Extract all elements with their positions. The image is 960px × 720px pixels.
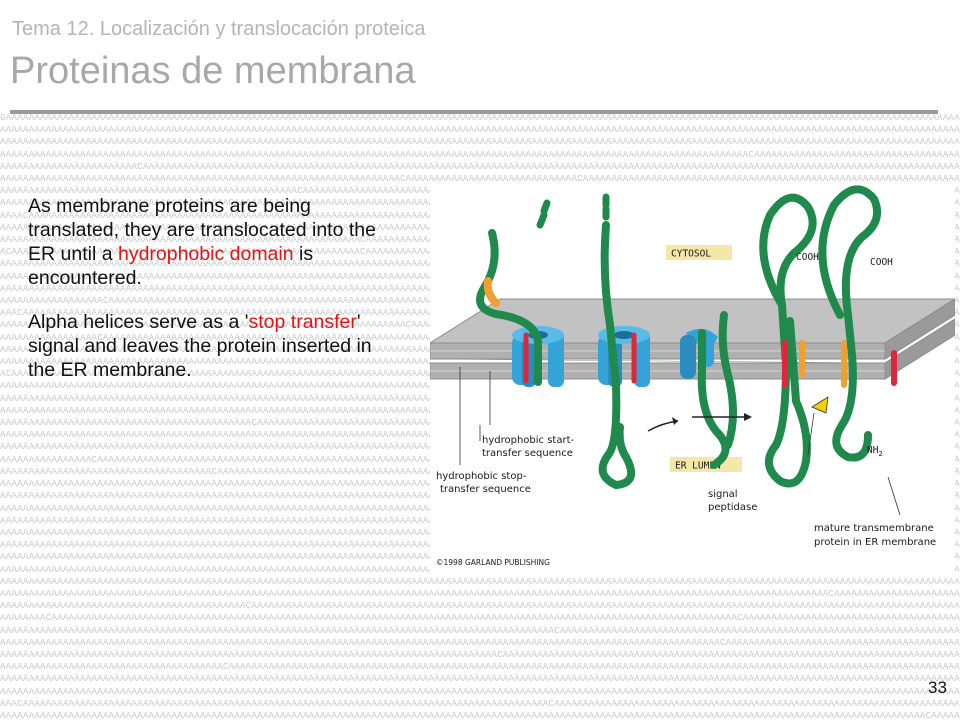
- paragraph-stop-transfer: Alpha helices serve as a 'stop transfer'…: [28, 310, 388, 382]
- signal-peptidase-label-1: signal: [708, 489, 738, 500]
- membrane-protein-figure: CYTOSOL ER LUMEN: [430, 185, 955, 575]
- dna-texture-row: AAAAAAAACAAAAAAAAAAAAAAAAAAAAAAAAAAAAAAA…: [0, 612, 960, 624]
- dna-texture-row: AAAAAAAAAAAAAAAAAAAAAAAAAAAAAAAAAAAAAAAA…: [0, 624, 960, 636]
- slide-subtitle: Tema 12. Localización y translocación pr…: [12, 18, 426, 40]
- paragraph-hydrophobic: As membrane proteins are being translate…: [28, 194, 388, 290]
- protein-chain-2: [598, 193, 637, 490]
- copyright-label: ©1998 GARLAND PUBLISHING: [436, 558, 550, 567]
- protein-chain-3: [697, 311, 737, 469]
- mature-protein-1: [759, 193, 817, 488]
- dna-texture-row: AAAAAAAAAAAAAAAAAAAAAAAAAAAAAAAAAAAAAAAA…: [0, 673, 960, 685]
- dna-texture-row: GAAAAAAAAAAAAAAAAAAAAAAAAAAAAAAAAAAAAAAA…: [0, 112, 960, 123]
- signal-peptidase-marker: [811, 396, 829, 414]
- stop-transfer-label-1: hydrophobic stop-: [436, 471, 527, 482]
- dna-texture-row: AAAAAAAAAAAAAAAAAAAAAAAAAAAAAAAAAAAAAAAA…: [0, 648, 960, 660]
- p2-text-b: ' signal and leaves the protein inserted…: [28, 311, 372, 381]
- dna-texture-row: AAAAAAAAAAAAAAAAAAAAAAAAAAAAAAAAAAAAAAAA…: [0, 575, 960, 587]
- signal-peptidase-label-2: peptidase: [708, 502, 757, 513]
- p1-text-a: As membrane proteins are being translate…: [28, 195, 376, 265]
- stop-transfer-label-2: transfer sequence: [440, 484, 531, 495]
- er-membrane: [430, 298, 955, 380]
- er-lumen-label: ER LUMEN: [675, 461, 721, 472]
- dna-texture-row: AAAAAAAAAAAAAAAAAAAAAAAAAAAAAAAAAAAAAAAA…: [0, 600, 960, 612]
- dna-texture-row: AAACAAAAAAAAAAAAAAAAAAAAAAAAAAAAAAAAAAAA…: [0, 697, 960, 709]
- start-transfer-label-2: transfer sequence: [482, 448, 573, 459]
- start-transfer-label-1: hydrophobic start-: [482, 435, 575, 446]
- cytosol-label: CYTOSOL: [671, 249, 711, 260]
- progress-arrow-2-head: [744, 413, 752, 421]
- body-text: As membrane proteins are being translate…: [28, 194, 388, 402]
- mature-protein-2: [818, 185, 897, 462]
- dna-texture-row: AAAAAAAAAAAAAAAAAAAAAAAAAAAAAAAAAAAAAAAA…: [0, 173, 960, 185]
- mature-protein-label-2: protein in ER membrane: [814, 537, 936, 548]
- progress-arrow-1-head: [672, 417, 678, 425]
- slide-title: Proteinas de membrana: [10, 50, 416, 92]
- p2-text-a: Alpha helices serve as a ': [28, 311, 249, 333]
- dna-texture-row: AAAAAAAAAAAAAAAAAAAAAAAAAAAAAAAAAAAAAAAA…: [0, 636, 960, 648]
- nh2-label: NH2: [867, 445, 883, 458]
- dna-texture-row: AAAAAAAAAAAAAAAAAAAAAAAAAAAAAAAAAAAAAAAA…: [0, 124, 960, 136]
- dna-texture-row: AAAAAAAAAAAAAAAAAAAAAAAAAAAAAAAAAAAAAAAA…: [0, 136, 960, 148]
- dna-texture-row: AAAAAAAAAAAAAAAAAAAAAAAAAAAAAAAAAAAAAAAA…: [0, 587, 960, 599]
- signal-peptidase-leader: [807, 412, 815, 456]
- dna-texture-row: AAAAAAAAAAAAAAAAAAAAAAAAAAAAAAAAAAAAAAAA…: [0, 148, 960, 160]
- cooh-label-2: COOH: [870, 257, 893, 268]
- p1-text-b: is encountered.: [28, 243, 314, 289]
- cytosol-label-box: [666, 245, 732, 260]
- cooh-label-1: COOH: [796, 252, 819, 263]
- title-divider: [10, 110, 938, 114]
- protein-chain-1: [476, 199, 551, 386]
- dna-texture-row: AAAAAAAAAAAAAAAAAAAAAAAAAAAAAAAAAAAAAAAC…: [0, 661, 960, 673]
- page-number: 33: [928, 678, 947, 697]
- mature-protein-leader: [887, 476, 901, 516]
- p1-highlight: hydrophobic domain: [117, 243, 294, 265]
- figure-background: [430, 185, 955, 575]
- dna-texture-row: AAAAAAAAAAAAAAAAAAAAAAAAAAAAAAAAAAAAAAAA…: [0, 709, 960, 720]
- dna-texture-row: AAAAAAAAAAAAAAAAAAAAAAAACAAAAAAAAAAAAAAA…: [0, 160, 960, 172]
- mature-protein-label-1: mature transmembrane: [814, 523, 934, 534]
- dna-texture-row: AAAAAAAAAAAAAAAAAAAAAAAAAAAAAAAAAAAAAAAA…: [0, 685, 960, 697]
- p2-highlight: stop transfer: [248, 311, 357, 333]
